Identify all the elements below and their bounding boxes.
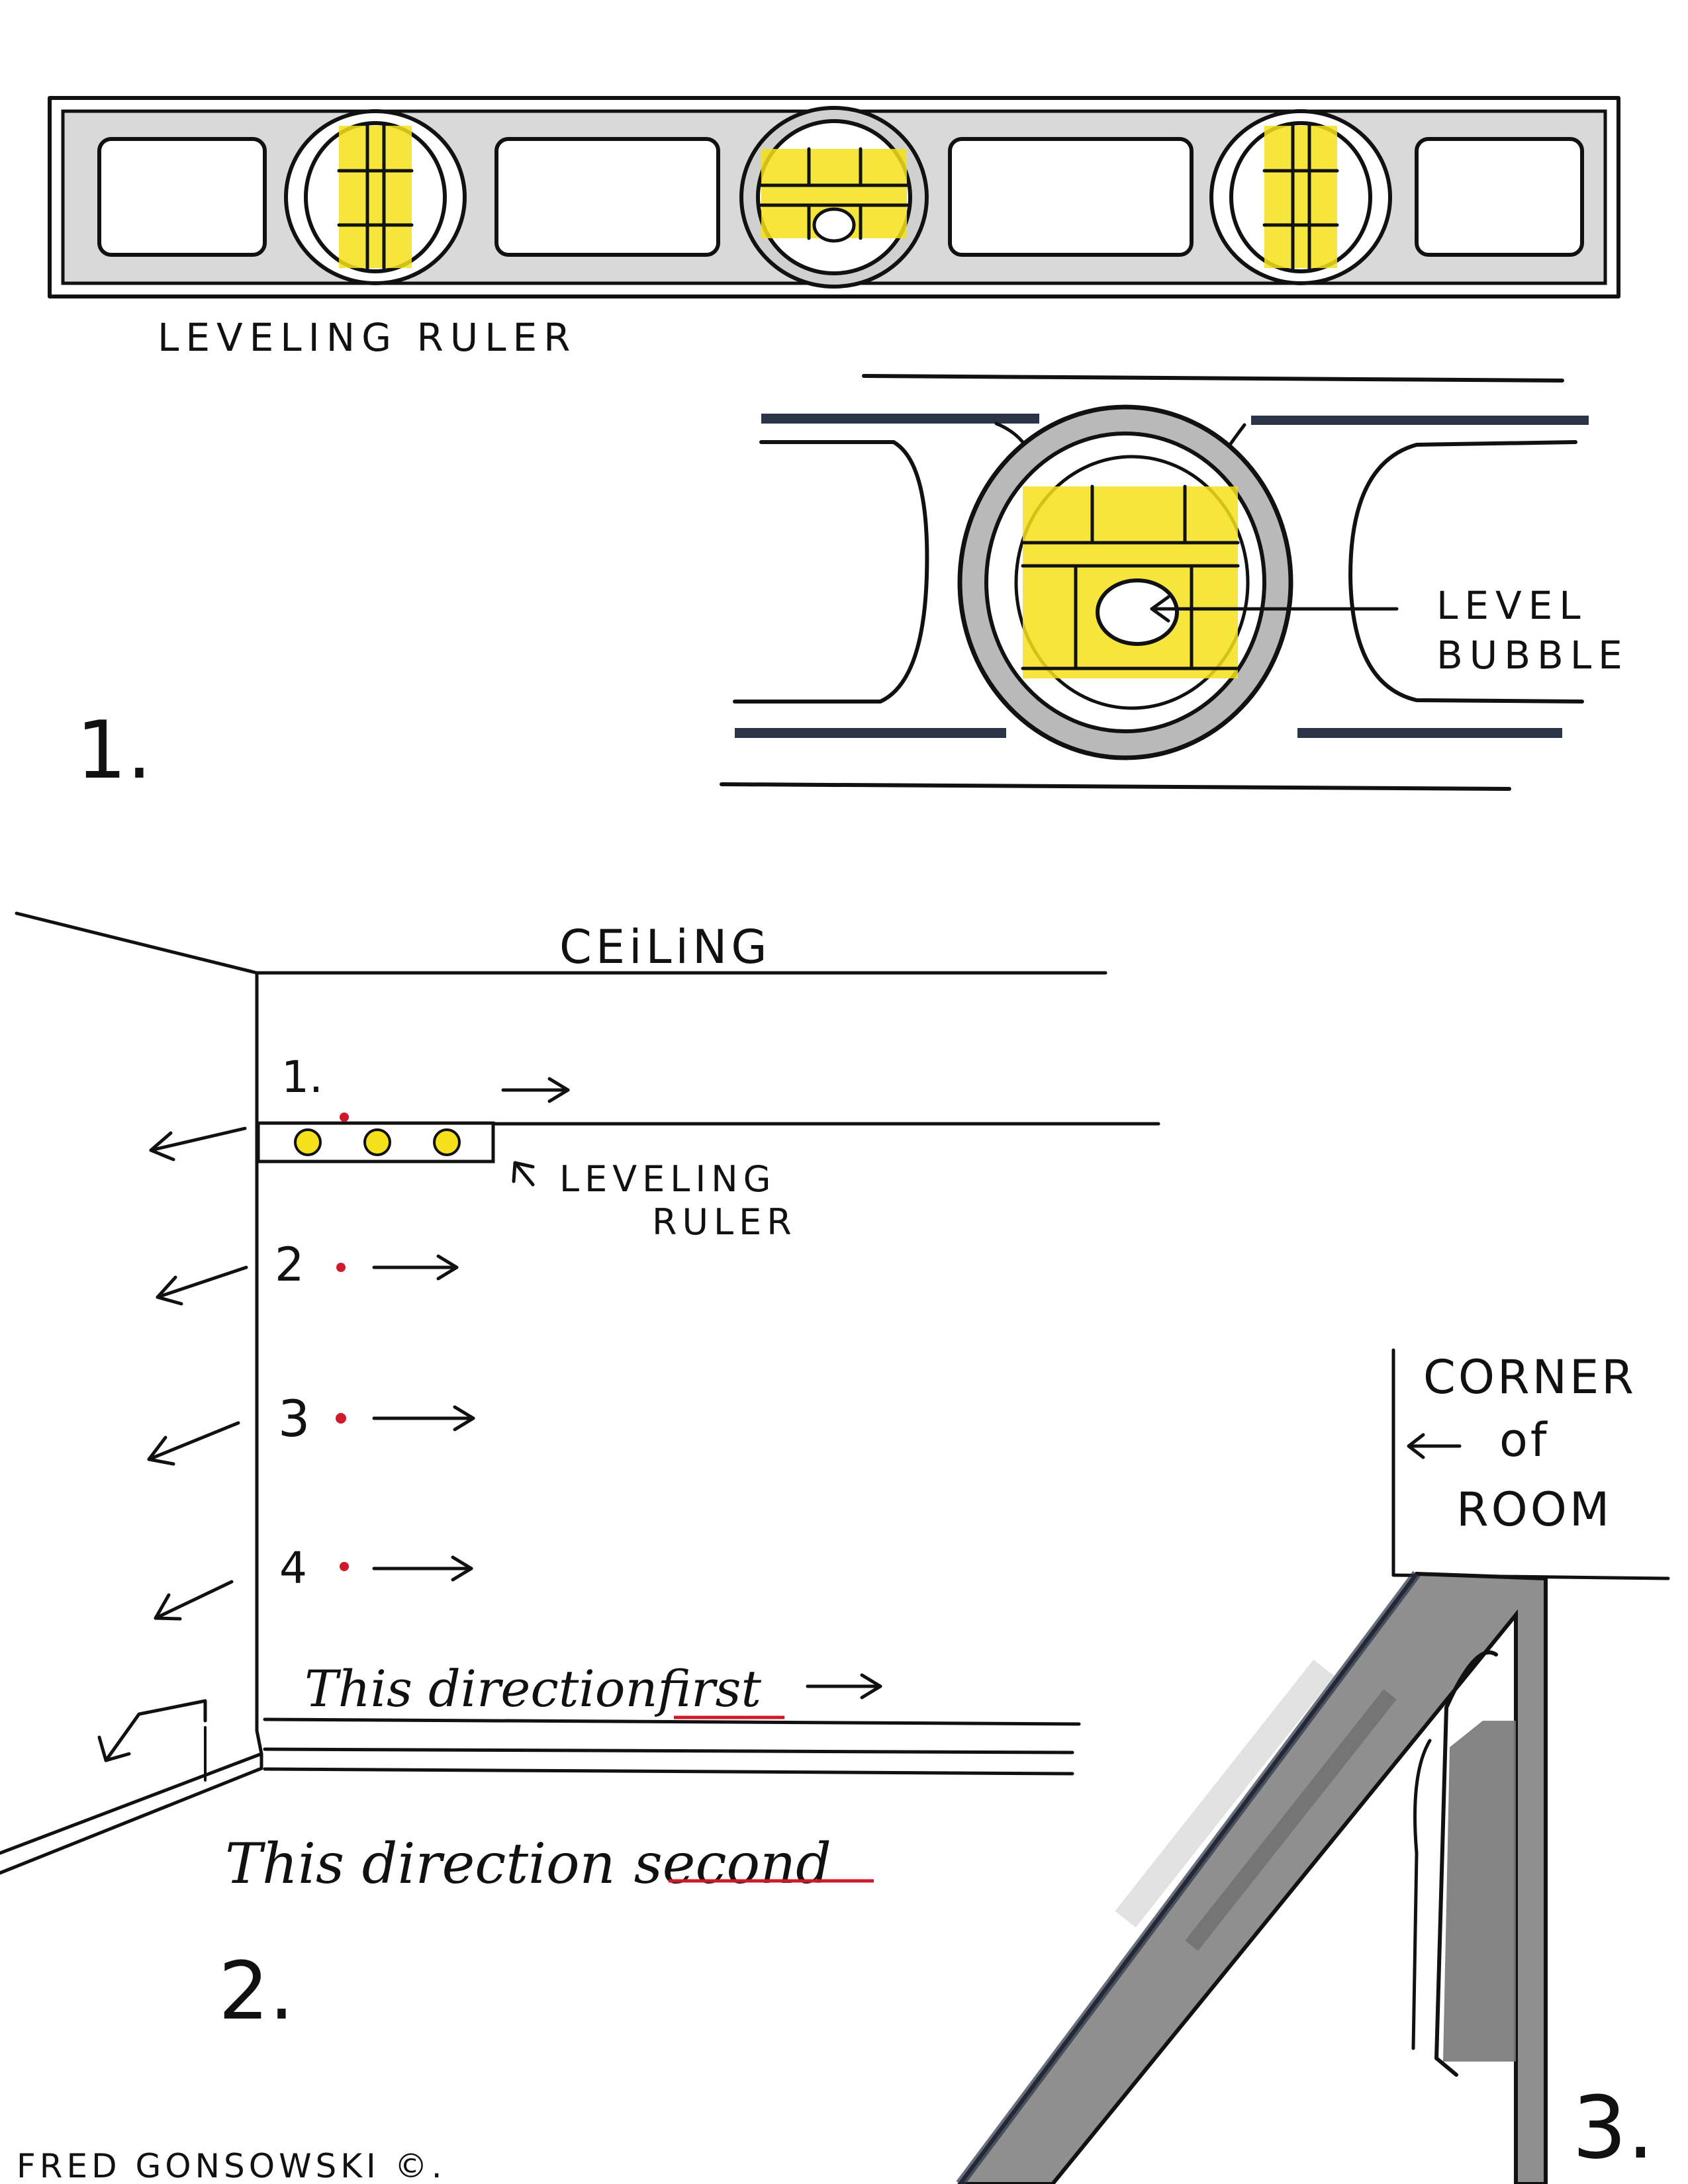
level-bubble-label-line1: LEVEL [1436, 583, 1587, 628]
second-direction-word: second [634, 1831, 831, 1896]
corner-label-line2: of [1499, 1413, 1549, 1467]
corner-label-line1: CORNER [1423, 1350, 1636, 1404]
level-bubble [1096, 578, 1179, 646]
ruler-outer-frame [48, 96, 1620, 298]
mark-1-dot [340, 1113, 349, 1122]
panel-number-1: 1. [76, 705, 152, 797]
horizontal-vial-center [739, 106, 929, 289]
ruler-window [494, 137, 720, 257]
vertical-vial-left [284, 109, 467, 285]
corner-label-line3: ROOM [1456, 1482, 1612, 1537]
vertical-vial-right [1209, 109, 1392, 285]
step-label-4: 4 [279, 1543, 307, 1594]
artist-signature: FRED GONSOWSKI ©. [17, 2147, 446, 2184]
ruler-window [1415, 137, 1584, 257]
mark-2-dot [336, 1263, 346, 1272]
ceiling-label: CEiLiNG [559, 920, 771, 974]
corner-trim-drawing [956, 1348, 1670, 2184]
panel-number-2: 2. [218, 1946, 295, 2038]
first-direction-prefix: This direction [305, 1659, 657, 1718]
level-bubble-label-line2: BUBBLE [1436, 633, 1629, 678]
mark-3-dot [336, 1413, 346, 1424]
mini-ruler-label-line1: LEVELING [559, 1158, 776, 1200]
first-direction-word: first [654, 1659, 761, 1718]
step-label-2: 2 [275, 1238, 305, 1292]
first-direction-text: This directionfirst [305, 1659, 762, 1718]
step-label-1: 1. [281, 1052, 323, 1103]
ruler-window [97, 137, 267, 257]
leveling-ruler-drawing [48, 96, 1620, 298]
leveling-ruler-label: LEVELING RULER [158, 315, 577, 360]
ruler-bubble [812, 207, 856, 243]
level-bubble-closeup [720, 374, 1589, 791]
ruler-window [948, 137, 1194, 257]
second-direction-text: This direction second [225, 1831, 831, 1896]
mini-ruler-label-line2: RULER [652, 1201, 797, 1243]
step-label-3: 3 [278, 1389, 310, 1448]
mark-4-dot [340, 1562, 349, 1571]
panel-number-3: 3. [1572, 2077, 1654, 2178]
second-direction-prefix: This direction [225, 1831, 616, 1896]
wall-diagram [0, 911, 1160, 1875]
